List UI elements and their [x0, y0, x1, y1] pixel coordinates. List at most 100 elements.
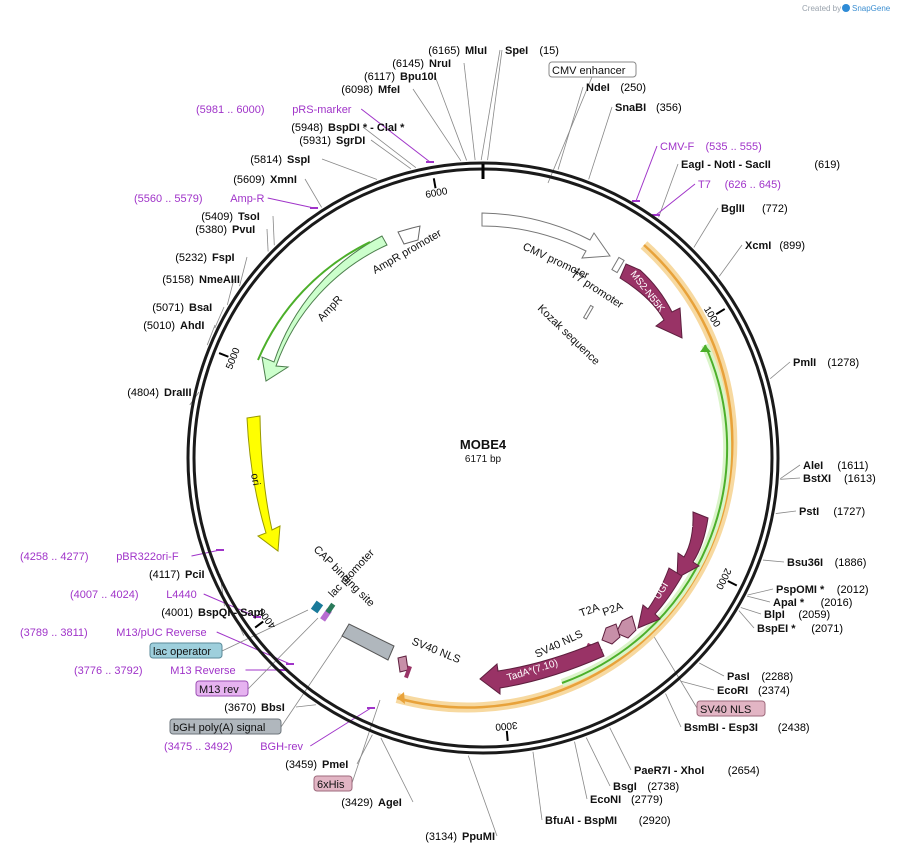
site-name: BspQI - SapI [198, 607, 263, 619]
box-leader-line [649, 629, 698, 709]
site-position: (5948) [291, 122, 323, 134]
site-name: BbsI [261, 702, 285, 714]
primer-site-mark [652, 214, 660, 216]
ms2-n55k-arrow [619, 263, 683, 339]
primer-label: (5981 .. 6000)pRS-marker [196, 104, 352, 116]
primer-site-mark [286, 663, 294, 665]
site-name: FspI [212, 252, 235, 264]
site-position: (3670) [224, 702, 256, 714]
site-label: BspEI * (2071) [757, 623, 843, 635]
site-leader-line [272, 215, 275, 246]
site-leader-line [266, 228, 269, 252]
site-label: PstI(1727) [799, 506, 865, 518]
site-label: (5232)FspI [175, 252, 234, 264]
site-name: TsoI [238, 211, 260, 223]
site-name: PspOMI * [776, 584, 825, 596]
primer-leader-line [310, 707, 372, 747]
site-position: (15) [539, 45, 559, 57]
site-label: SpeI(15) [505, 45, 559, 57]
primer-name: BGH-rev [260, 741, 303, 753]
box-label-6xhis: 6xHis [317, 779, 345, 791]
site-label: EcoNI(2779) [590, 794, 663, 806]
site-position: (5931) [299, 135, 331, 147]
orange-arrowhead [397, 692, 405, 704]
site-leader-line [665, 693, 682, 728]
site-label: BsmBI - Esp3I(2438) [684, 722, 810, 734]
box-lac-operator [149, 642, 223, 659]
site-label: PspOMI * (2012) [776, 584, 869, 596]
feature-label-p2a: P2A [601, 600, 625, 619]
site-label: PasI(2288) [727, 671, 793, 683]
site-label: (4117)PciI [149, 569, 205, 581]
site-leader-line [206, 324, 216, 346]
site-name: AleI [803, 460, 823, 472]
feature-label-ori: ori [248, 472, 262, 486]
site-position: (2071) [811, 623, 843, 635]
site-name: Bsu36I [787, 557, 823, 569]
primer-label: (3789 .. 3811)M13/pUC Reverse [20, 627, 207, 639]
primer-name: M13/pUC Reverse [116, 627, 206, 639]
site-name: BsmBI - Esp3I [684, 722, 758, 734]
primer-name: pBR322ori-F [116, 551, 179, 563]
restriction-site-labels: (6165)MluI(6145)NruI(6117)Bpu10I(6098)Mf… [127, 45, 876, 843]
ugi-arrow-2 [637, 567, 683, 629]
plasmid-length: 6171 bp [465, 454, 502, 465]
site-name: BspEI * [757, 623, 796, 635]
primer-site-mark [632, 200, 640, 202]
site-label: AleI(1611) [803, 460, 868, 472]
leader-lines [189, 49, 801, 837]
site-leader-line [295, 704, 316, 708]
site-name: PaeR7I - XhoI [634, 765, 704, 777]
site-label: PmlI(1278) [793, 357, 859, 369]
sv40-nls-mark-left [397, 655, 409, 673]
site-label: EcoRI(2374) [717, 685, 790, 697]
site-label: (6098)MfeI [341, 84, 400, 96]
primer-leader-line [635, 145, 658, 202]
site-leader-line [370, 139, 412, 170]
feature-label-kozak: Kozak sequence [535, 303, 602, 368]
site-name: PasI [727, 671, 750, 683]
site-leader-line [699, 662, 725, 677]
primer-label: T7(626 .. 645) [698, 179, 781, 191]
primer-label: (4007 .. 4024)L4440 [70, 589, 197, 601]
site-label: (5158)NmeAIII [162, 274, 240, 286]
site-position: (2012) [837, 584, 869, 596]
site-label: BsgI (2738) [613, 781, 679, 793]
primer-name: Amp-R [230, 193, 264, 205]
primer-range: (4258 .. 4277) [20, 551, 89, 563]
tick-mark [432, 178, 437, 189]
primer-label: (5560 .. 5579)Amp-R [134, 193, 264, 205]
site-leader-line [380, 737, 414, 803]
tick-label: 5000 [224, 346, 243, 371]
tick-mark [715, 308, 726, 316]
site-name: BstXI [803, 473, 831, 485]
site-position: (5409) [201, 211, 233, 223]
site-name: MfeI [378, 84, 400, 96]
site-name: SspI [287, 154, 310, 166]
site-position: (1613) [844, 473, 876, 485]
primer-range: (5981 .. 6000) [196, 104, 265, 116]
site-leader-line [775, 510, 797, 514]
site-leader-line [574, 741, 588, 800]
primer-name: CMV-F [660, 141, 695, 153]
site-position: (5380) [195, 224, 227, 236]
site-leader-line [434, 75, 467, 161]
site-position: (2738) [647, 781, 679, 793]
primer-leader-line [191, 549, 221, 557]
site-label: (6117)Bpu10I [364, 71, 437, 83]
cmv-promoter-arrow [481, 212, 611, 259]
kozak-mark [582, 304, 594, 320]
site-position: (4804) [127, 387, 159, 399]
snapgene-logo-icon [842, 4, 850, 12]
site-label: (6145)NruI [392, 58, 451, 70]
site-position: (5609) [233, 174, 265, 186]
box-leader-line [547, 76, 593, 184]
site-position: (2016) [821, 597, 853, 609]
box-label-lac-operator: lac operator [153, 646, 211, 658]
site-label: (5071)BsaI [152, 302, 212, 314]
site-leader-line [487, 49, 503, 161]
feature-label-ms2-n55k: MS2-N55K [628, 269, 667, 315]
site-leader-line [463, 62, 476, 161]
site-name: BsgI [613, 781, 637, 793]
site-name: BglII [721, 203, 745, 215]
